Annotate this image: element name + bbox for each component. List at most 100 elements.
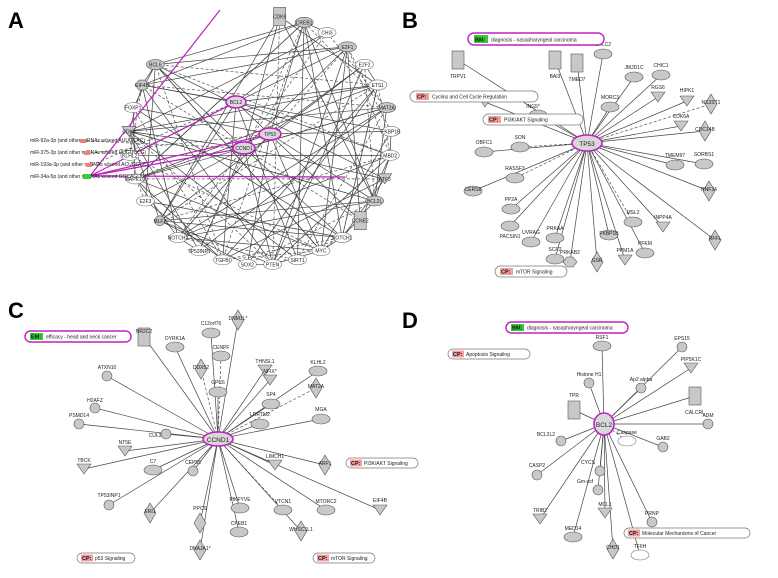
svg-text:BM:: BM: [475, 38, 486, 44]
node-prkaa: PRKAA [545, 226, 565, 244]
node-c7: C7 [143, 459, 163, 476]
edge-pip5k1c [603, 367, 692, 425]
edge-ns3st1 [586, 103, 712, 144]
node-label: RASSF3 [505, 166, 525, 172]
node-label: MTORC2 [315, 499, 336, 505]
node-label: Ap2 alpha [630, 377, 653, 383]
edge-pacsin1 [509, 142, 588, 227]
panel-letter-c: C [8, 298, 24, 323]
edge-obfc1 [483, 142, 588, 154]
edge-cross [145, 200, 343, 238]
edge-fkbp1b [586, 142, 610, 236]
node-label: DYRK1A [165, 336, 186, 342]
node-label: NT5E [119, 440, 132, 446]
edge-cross [128, 131, 273, 265]
edge-prnp [603, 423, 653, 523]
edge-cross [159, 220, 273, 265]
node-gsr: GSR [590, 251, 604, 273]
node-klhl2: KLHL2 [120, 150, 140, 161]
panel-a: A CDK6CREB1CHI3E2F1E2F2ETS1MAT2AFKBP1BMB… [8, 7, 401, 270]
edge-cross [247, 84, 379, 265]
node-mat2a: MAT2A [308, 377, 325, 399]
node-bcl2l2: BCL2L2 [537, 432, 567, 447]
edge-cross [128, 131, 136, 179]
node-label: E2F1 [341, 45, 353, 51]
node-label: TGFBI [215, 258, 230, 264]
svg-text:CP:: CP: [501, 270, 511, 276]
node-label: MBD2 [383, 153, 397, 159]
edge-cross [129, 155, 322, 252]
panel-b-nodes: TRPV1BAI3TMED7CYLC2JMJD1CCHIC1RGS6HIPK1T… [450, 42, 721, 273]
node-label: H2AFZ [87, 398, 103, 404]
node-eri1: ERI1 [143, 502, 157, 524]
node-rsf1: RSF1 [592, 335, 612, 352]
edge-casp2 [536, 423, 605, 476]
node-tp53inp1: TP53INP1 [188, 245, 211, 257]
node-inpp4a: INPP4A [654, 215, 673, 233]
node-e2f3: E2F3 [136, 195, 155, 207]
node-pacsin1: PACSIN1 [499, 220, 521, 240]
edge-dnm1l [217, 319, 239, 440]
edge-dyrk1a [174, 346, 219, 440]
svg-text:BM:: BM: [512, 326, 523, 332]
panel-c-em-box: EM: efficacy - head and neck cancer [24, 330, 132, 343]
edge-pikfyve [217, 438, 241, 509]
node-label: SP4 [266, 392, 276, 398]
node-mbd2: MBD2 [380, 150, 400, 161]
node-label: EPS15 [674, 336, 690, 342]
node-label: MORC3 [601, 95, 619, 101]
node-mlf2: MLF2 [153, 215, 166, 227]
edge-trib2 [539, 423, 605, 520]
edge-tmem97 [586, 142, 676, 166]
node-label: TPR [569, 393, 579, 399]
node-label: CPEB1 [231, 521, 248, 527]
node-fkbp1b: FKBP1B [599, 229, 619, 241]
node-label: UVRAG [522, 230, 540, 236]
node-label: CHIC1 [653, 63, 668, 69]
node-mtorc2: MTORC2 [315, 499, 337, 516]
edge-cross [155, 64, 391, 156]
edge-cross [303, 22, 343, 238]
edge-cross [155, 21, 305, 65]
node-label: MSL2 [626, 210, 639, 216]
panel-d-cp-molecular: CP: Molecular Mechanisms of Cancer [623, 527, 751, 539]
node-label: FOXP1 [125, 106, 142, 112]
node-label: MGA [315, 407, 327, 413]
edge-mirna [89, 101, 237, 177]
edge-mirna [89, 9, 221, 177]
edge-mtorc2 [217, 438, 327, 511]
node-prkab2: PRKAB2 [560, 250, 580, 268]
mirna-193a-marker [86, 163, 92, 167]
svg-text:PI3K/AKT Signaling: PI3K/AKT Signaling [504, 118, 548, 124]
node-sox2: SOX2 [238, 259, 257, 270]
edge-hipk1 [586, 100, 688, 144]
node-bai3: BAI3 [548, 50, 562, 80]
node-tpr: TPR [567, 393, 581, 420]
edge-mirna [89, 133, 271, 154]
node-rnf34: RNF34 [701, 180, 717, 202]
node-notch2: NOTCH2 [168, 232, 188, 243]
node-label: NOTCH1 [332, 236, 353, 242]
panel-c-cp-pi3k: CP: PI3K/AKT Signaling [345, 457, 419, 469]
node-label: NFIX* [263, 369, 276, 375]
edge-cross [155, 64, 385, 180]
node-rgs6: RGS6 [650, 85, 666, 103]
node-label: CHD1 [606, 545, 620, 551]
edge-msl2 [586, 142, 634, 223]
edge-chd1 [603, 423, 615, 550]
edge-calcrl [603, 395, 696, 425]
node-label: E2F2 [359, 62, 371, 68]
node-label: GPC6 [211, 380, 225, 386]
node-label: MCL1 [598, 502, 612, 508]
node-label: TRIB2 [533, 508, 547, 514]
node-foxp1: FOXP1 [123, 102, 143, 113]
node-cdk6a: CDK6A [673, 114, 690, 132]
node-casp2: CASP2 [529, 463, 545, 481]
edge-cross [198, 107, 387, 252]
node-nr2c2: NR2C2 [136, 327, 152, 347]
node-arf1: ARF1 [319, 454, 332, 476]
edge-atxn10 [106, 375, 219, 440]
node-gm-csf: Gm-csf [577, 479, 604, 496]
